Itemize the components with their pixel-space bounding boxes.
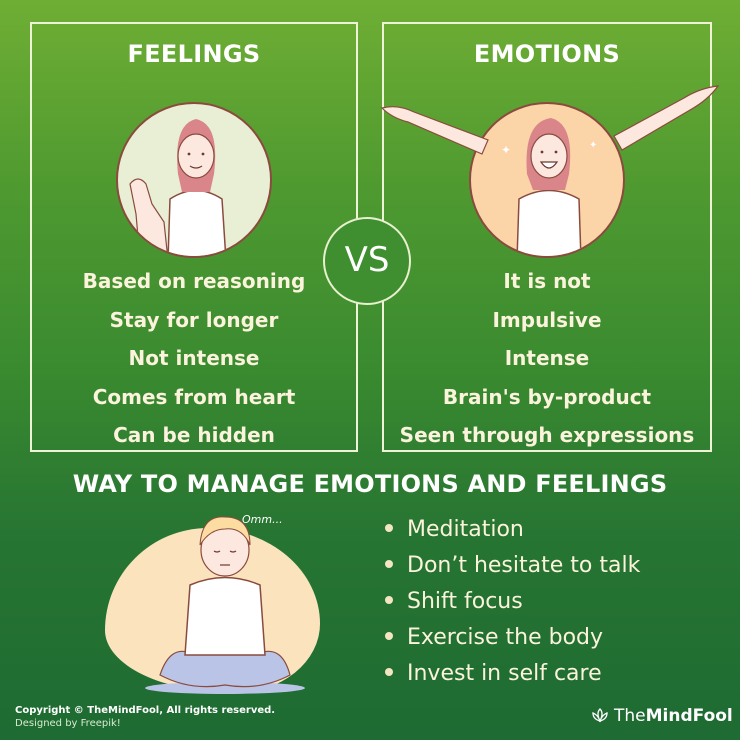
- feelings-list: Based on reasoning Stay for longer Not i…: [32, 262, 356, 455]
- bullet-icon: [385, 632, 393, 640]
- bullet-icon: [385, 668, 393, 676]
- tip-item: Invest in self care: [385, 656, 640, 692]
- svg-text:✦: ✦: [589, 140, 597, 151]
- manage-tips-list: Meditation Don’t hesitate to talk Shift …: [385, 512, 640, 692]
- list-item: It is not: [503, 269, 591, 293]
- tip-item: Meditation: [385, 512, 640, 548]
- tip-label: Shift focus: [407, 589, 523, 614]
- emotions-illustration: ✦ ✦: [469, 102, 625, 258]
- emotions-title: EMOTIONS: [473, 40, 621, 68]
- manage-section-title: WAY TO MANAGE EMOTIONS AND FEELINGS: [72, 470, 668, 498]
- emotions-list: It is not Impulsive Intense Brain's by-p…: [384, 262, 710, 455]
- vs-badge: VS: [323, 217, 411, 305]
- tip-item: Exercise the body: [385, 620, 640, 656]
- tip-label: Invest in self care: [407, 661, 602, 686]
- bullet-icon: [385, 596, 393, 604]
- feelings-panel: FEELINGS Based on reasoning Stay for lon…: [30, 22, 358, 452]
- list-item: Brain's by-product: [442, 384, 652, 409]
- list-item: Stay for longer: [109, 307, 279, 332]
- svg-text:✦: ✦: [501, 143, 511, 157]
- list-item: Based on reasoning: [82, 269, 306, 293]
- meditating-boy-icon: Omm...: [145, 513, 305, 694]
- cheering-woman-icon: ✦ ✦: [501, 118, 597, 256]
- bullet-icon: [385, 560, 393, 568]
- brand-logo: TheMindFool: [590, 706, 733, 726]
- designed-by-text: Designed by Freepik!: [15, 718, 121, 729]
- lotus-icon: [592, 708, 608, 723]
- tip-label: Exercise the body: [407, 625, 604, 650]
- feelings-illustration: [116, 102, 272, 258]
- feelings-title: FEELINGS: [127, 40, 261, 68]
- list-item: Intense: [504, 346, 590, 370]
- waving-woman-icon: [129, 119, 227, 256]
- brand-name: MindFool: [645, 706, 733, 726]
- list-item: Seen through expressions: [399, 423, 695, 447]
- tip-item: Shift focus: [385, 584, 640, 620]
- list-item: Impulsive: [492, 307, 602, 332]
- emotions-panel: EMOTIONS ✦ ✦ It is not Impulsive Intense…: [382, 22, 712, 452]
- omm-bubble: Omm...: [242, 513, 283, 526]
- tip-item: Don’t hesitate to talk: [385, 548, 640, 584]
- tip-label: Don’t hesitate to talk: [407, 553, 641, 578]
- copyright-text: Copyright © TheMindFool, All rights rese…: [15, 705, 276, 716]
- list-item: Not intense: [128, 346, 260, 370]
- tip-label: Meditation: [407, 517, 524, 542]
- list-item: Comes from heart: [92, 384, 296, 409]
- bullet-icon: [385, 524, 393, 532]
- outstretched-arms-icon: [380, 85, 720, 155]
- list-item: Can be hidden: [113, 423, 275, 447]
- brand-prefix: The: [614, 706, 646, 726]
